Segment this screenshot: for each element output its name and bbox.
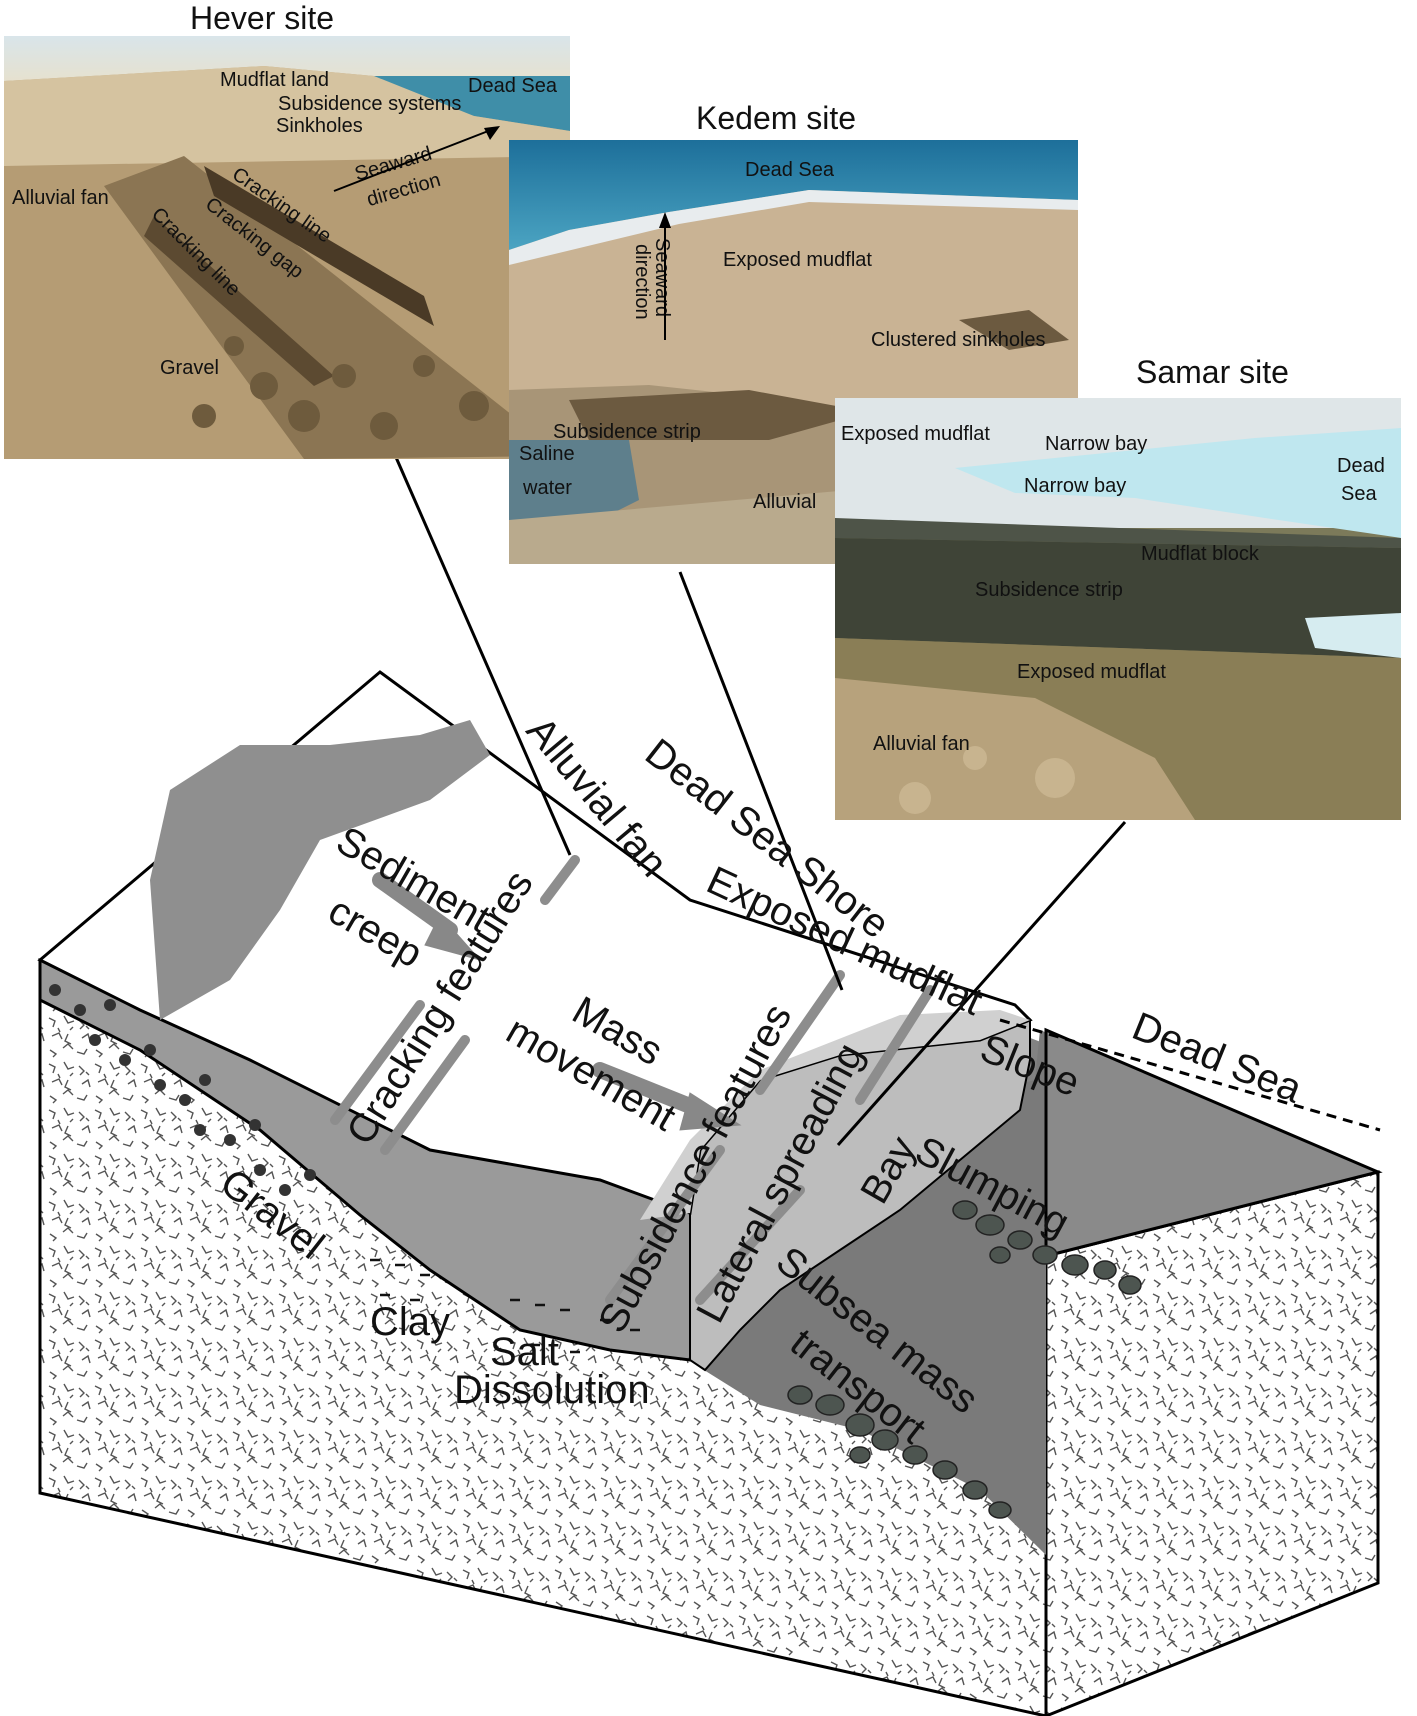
diagram-label-dissolution: Dissolution <box>454 1368 650 1412</box>
kedem-label-alluvial: Alluvial <box>753 491 817 513</box>
samar-label-exposed-mudflat-top: Exposed mudflat <box>841 423 990 445</box>
kedem-label-water: water <box>523 477 572 499</box>
crack-strokes <box>330 855 935 1305</box>
hever-label-subsidence-systems: Subsidence systems <box>278 93 462 115</box>
kedem-label-subsidence-strip: Subsidence strip <box>553 421 701 443</box>
kedem-label-saline: Saline <box>519 443 575 465</box>
hever-photo-image <box>4 36 570 459</box>
bedrock-right-face <box>1044 1170 1380 1716</box>
leader-lines <box>393 454 1127 1146</box>
hever-label-sinkholes: Sinkholes <box>276 115 363 137</box>
kedem-seaward-arrow <box>659 212 671 340</box>
hever-label-mudflat-land: Mudflat land <box>220 69 329 91</box>
samar-photo-image <box>835 398 1401 820</box>
hever-label-gravel: Gravel <box>160 357 219 379</box>
samar-photo: Exposed mudflat Narrow bay Narrow bay De… <box>835 398 1401 820</box>
clay-dashes <box>370 1258 640 1354</box>
diagram-label-clay: Clay <box>370 1300 451 1344</box>
kedem-label-dead-sea: Dead Sea <box>745 159 834 181</box>
hever-label-dead-sea: Dead Sea <box>468 75 557 97</box>
samar-label-mudflat-block: Mudflat block <box>1141 543 1259 565</box>
samar-label-alluvial-fan: Alluvial fan <box>873 733 970 755</box>
hever-seaward-arrow <box>333 126 500 192</box>
flow-arrows <box>372 872 742 1131</box>
samar-site-title: Samar site <box>1136 354 1289 390</box>
samar-label-sea: Sea <box>1341 483 1377 505</box>
samar-label-subsidence-strip: Subsidence strip <box>975 579 1123 601</box>
hever-site-title: Hever site <box>190 0 335 36</box>
hever-photo: Mudflat land Dead Sea Subsidence systems… <box>4 36 570 459</box>
kedem-site-title: Kedem site <box>696 100 857 136</box>
samar-label-narrow-bay-2: Narrow bay <box>1024 475 1127 497</box>
transport-blobs <box>787 1385 1012 1519</box>
sea-dashed-line <box>999 1018 1381 1132</box>
samar-label-narrow-bay-1: Narrow bay <box>1045 433 1148 455</box>
samar-label-exposed-mudflat-bottom: Exposed mudflat <box>1017 661 1166 683</box>
sea-top-plane <box>1044 1027 1383 1258</box>
kedem-label-exposed-mudflat: Exposed mudflat <box>723 249 872 271</box>
samar-label-dead: Dead <box>1337 455 1385 477</box>
hever-label-alluvial-fan: Alluvial fan <box>12 187 109 209</box>
kedem-label-clustered-sinkholes: Clustered sinkholes <box>871 329 1046 351</box>
diagram-label-salt: Salt <box>490 1330 559 1374</box>
slump-blobs <box>952 1200 1142 1295</box>
gravel-dots <box>49 984 316 1196</box>
upland-patch <box>150 720 490 1020</box>
